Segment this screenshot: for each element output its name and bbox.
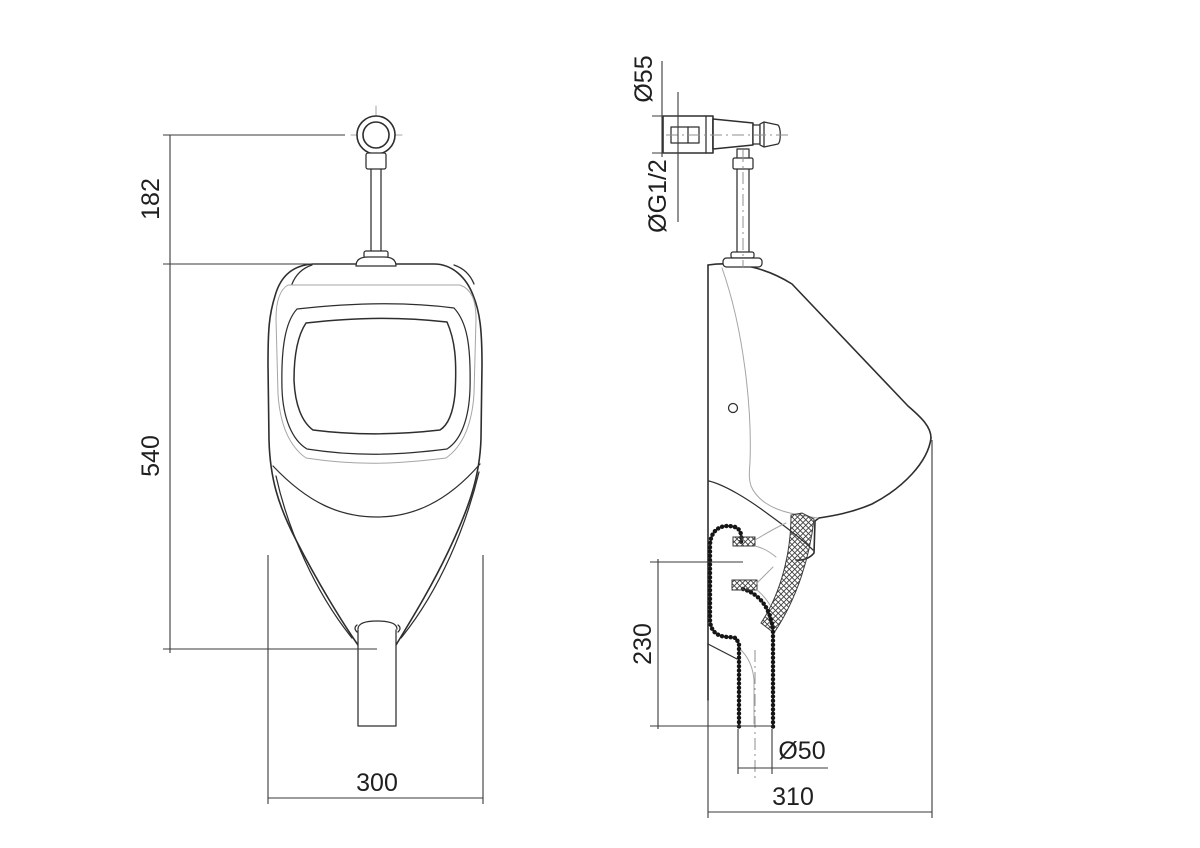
flush-pipe-front [370,168,382,255]
bowl-opening [293,317,457,435]
trap-wall-left [707,523,742,730]
fixing-hole [727,402,739,414]
front-view [267,105,483,727]
drain-trap-section [707,512,815,730]
valve-inlet-ring-inner [362,121,390,149]
flush-valve-front [350,105,403,267]
ext-lines-width [267,555,484,804]
spreader-bar-upper [732,536,756,547]
dim-label-pipe-height: 182 [137,178,165,220]
urinal-body-side-fill [708,263,931,645]
lower-taper-left [275,475,353,639]
rim-middle-line [281,302,471,455]
front-face-curve [818,437,932,519]
dim-label-trap-height: 230 [629,623,657,665]
valve-nut [365,152,387,170]
flush-valve-side [662,115,790,780]
ext-lines-outlet-diameter [737,729,773,774]
body-underside-edge [707,643,738,660]
side-view [662,115,932,780]
front-shelf-curve [272,463,481,518]
bowl-inner-thin-line [721,267,819,519]
dimensions: 182 540 300 Ø55 ØG1/2 230 Ø50 310 [137,55,933,818]
channel-connector-lines [740,522,787,725]
corner-shoulder-left [291,264,313,285]
dim-label-body-height: 540 [137,435,165,477]
flush-channel-hatch [760,512,815,634]
pipe-base-flange [355,256,397,267]
elbow-wall-right [740,586,776,730]
dim-label-inlet-thread: ØG1/2 [644,159,672,233]
outlet-pipe-front [354,620,401,727]
dim-label-outlet-diameter: Ø50 [778,737,825,765]
lower-taper-right [400,471,480,639]
dim-label-depth: 310 [772,783,814,811]
rim-outer-thin-line [275,284,477,464]
dim-label-valve-diameter: Ø55 [630,55,658,102]
corner-shoulder-right [453,264,475,285]
valve-body-side [712,118,754,150]
spreader-bar-lower [731,579,758,591]
ticks-valve-diameter [652,115,680,154]
dim-label-width: 300 [356,769,398,797]
